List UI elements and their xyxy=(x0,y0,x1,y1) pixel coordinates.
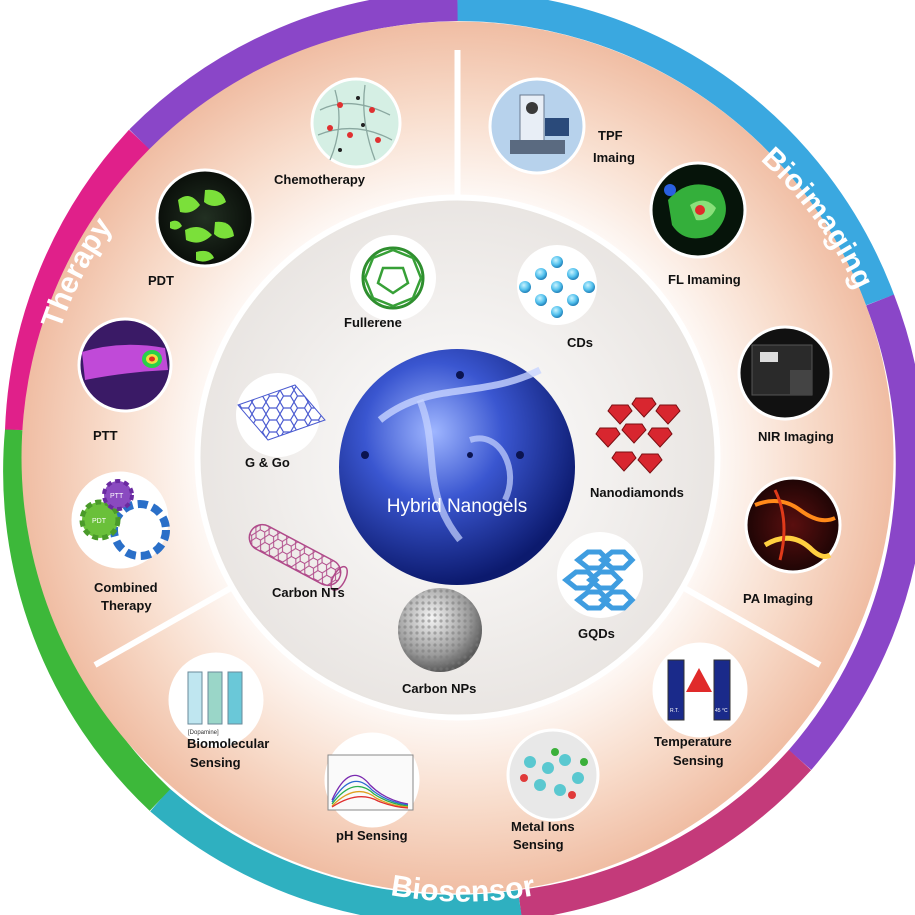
nanodiamonds-label: Nanodiamonds xyxy=(590,485,684,500)
gear-label-ptt: PTT xyxy=(110,493,124,500)
fl-imaging-node: FL Imaming xyxy=(649,161,747,287)
carbon-nts-node: Carbon NTs xyxy=(248,523,348,600)
ph-sensing-node: pH Sensing xyxy=(324,732,420,843)
carbon-nts-label: Carbon NTs xyxy=(272,585,345,600)
cds-label: CDs xyxy=(567,335,593,350)
metal-ions-sensing-node: Metal Ions Sensing xyxy=(506,728,600,852)
biosensor-title: Biosensor xyxy=(389,869,538,908)
combined-label-line1: Combined xyxy=(94,580,158,595)
nir-imaging-label: NIR Imaging xyxy=(758,429,834,444)
chemotherapy-label: Chemotherapy xyxy=(274,172,366,187)
gqds-node: GQDs xyxy=(557,532,643,641)
carbon-nps-label: Carbon NPs xyxy=(402,681,476,696)
chemotherapy-node: Chemotherapy xyxy=(274,77,402,187)
biomolecular-label-line1: Biomolecular xyxy=(187,736,269,751)
ph-sensing-label: pH Sensing xyxy=(336,828,408,843)
thermo-hot-label: 45 °C xyxy=(715,708,728,714)
g-go-node: G & Go xyxy=(236,373,326,470)
cds-node: CDs xyxy=(517,245,597,350)
outer-ring xyxy=(3,0,915,915)
tpf-label-line1: TPF xyxy=(598,128,623,143)
temperature-label-line2: Sensing xyxy=(673,753,724,768)
section-dividers xyxy=(93,50,822,668)
combined-therapy-node: PTT PDT Combined Therapy xyxy=(71,471,170,613)
fl-imaging-label: FL Imaming xyxy=(668,272,741,287)
temperature-sensing-node: R.T. 45 °C Temperature Sensing xyxy=(652,642,748,768)
nanodiamonds-node: Nanodiamonds xyxy=(590,397,684,500)
temperature-label-line1: Temperature xyxy=(654,734,732,749)
biomolecular-label-line2: Sensing xyxy=(190,755,241,770)
ptt-label: PTT xyxy=(93,428,118,443)
gear-label-pdt: PDT xyxy=(92,518,107,525)
hybrid-nanogels-sphere: Hybrid Nanogels xyxy=(339,349,575,585)
center-title: Hybrid Nanogels xyxy=(387,496,527,517)
g-go-label: G & Go xyxy=(245,455,290,470)
tpf-label-line2: Imaing xyxy=(593,150,635,165)
dopamine-tag: [Dopamine] xyxy=(188,730,219,736)
pa-imaging-node: PA Imaging xyxy=(743,476,842,606)
pdt-node: PDT xyxy=(148,168,255,288)
thermo-cold-label: R.T. xyxy=(670,708,679,714)
carbon-nps-node: Carbon NPs xyxy=(398,588,482,696)
ptt-node: PTT xyxy=(77,317,173,443)
pdt-label: PDT xyxy=(148,273,174,288)
fullerene-label: Fullerene xyxy=(344,315,402,330)
metal-ions-label-line2: Sensing xyxy=(513,837,564,852)
metal-ions-label-line1: Metal Ions xyxy=(511,819,575,834)
fullerene-node: Fullerene xyxy=(344,235,436,330)
tpf-imaging-node: TPF Imaing xyxy=(488,77,635,175)
pa-imaging-label: PA Imaging xyxy=(743,591,813,606)
biomolecular-sensing-node: [Dopamine] Biomolecular Sensing xyxy=(168,652,269,770)
combined-label-line2: Therapy xyxy=(101,598,152,613)
nir-imaging-node: NIR Imaging xyxy=(737,325,834,444)
gqds-label: GQDs xyxy=(578,626,615,641)
